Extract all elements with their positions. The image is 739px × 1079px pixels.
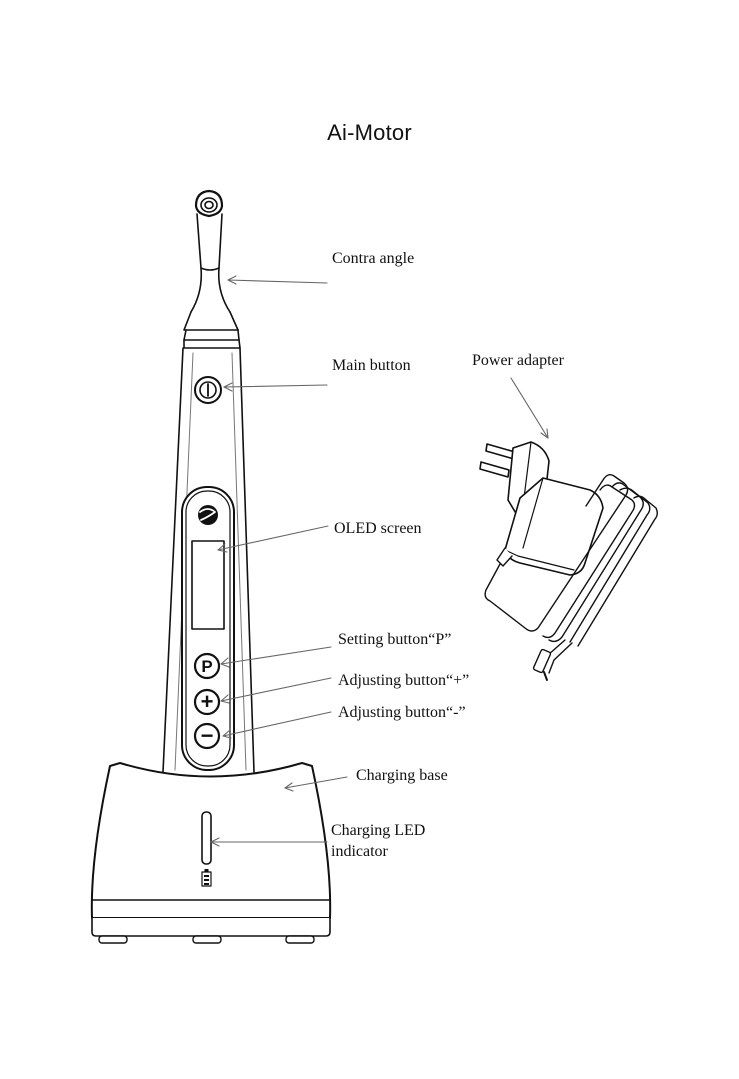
setting-button-glyph: P bbox=[201, 657, 212, 676]
label-main-button: Main button bbox=[332, 357, 411, 375]
main-button-icon bbox=[195, 377, 221, 403]
brand-logo-icon bbox=[198, 505, 218, 525]
label-charging-led-line2: indicator bbox=[331, 843, 388, 861]
battery-icon bbox=[202, 869, 211, 886]
leader-power-adapter bbox=[511, 378, 548, 438]
adjusting-plus-glyph: + bbox=[201, 689, 214, 714]
label-setting-button: Setting button“P” bbox=[338, 631, 451, 649]
contra-angle-body bbox=[184, 214, 240, 348]
adjusting-minus-button-icon: − bbox=[195, 723, 219, 748]
leader-adjusting-minus bbox=[223, 712, 331, 738]
leader-contra-angle bbox=[228, 276, 327, 284]
leader-setting-button bbox=[221, 647, 331, 667]
adjusting-minus-glyph: − bbox=[201, 723, 214, 748]
leader-adjusting-plus bbox=[221, 678, 331, 703]
charging-led-slot bbox=[202, 812, 211, 864]
label-power-adapter: Power adapter bbox=[472, 352, 564, 370]
contra-angle-head bbox=[196, 191, 222, 216]
label-adjusting-plus: Adjusting button“+” bbox=[338, 672, 469, 690]
leader-main-button bbox=[224, 383, 327, 391]
label-adjusting-minus: Adjusting button“-” bbox=[338, 704, 466, 722]
power-adapter bbox=[480, 442, 657, 680]
setting-button-p-icon: P bbox=[195, 654, 219, 678]
adjusting-plus-button-icon: + bbox=[195, 689, 219, 714]
label-contra-angle: Contra angle bbox=[332, 250, 414, 268]
label-oled-screen: OLED screen bbox=[334, 520, 422, 538]
label-charging-base: Charging base bbox=[356, 767, 448, 785]
oled-screen bbox=[192, 541, 224, 629]
label-charging-led-line1: Charging LED bbox=[331, 822, 425, 840]
